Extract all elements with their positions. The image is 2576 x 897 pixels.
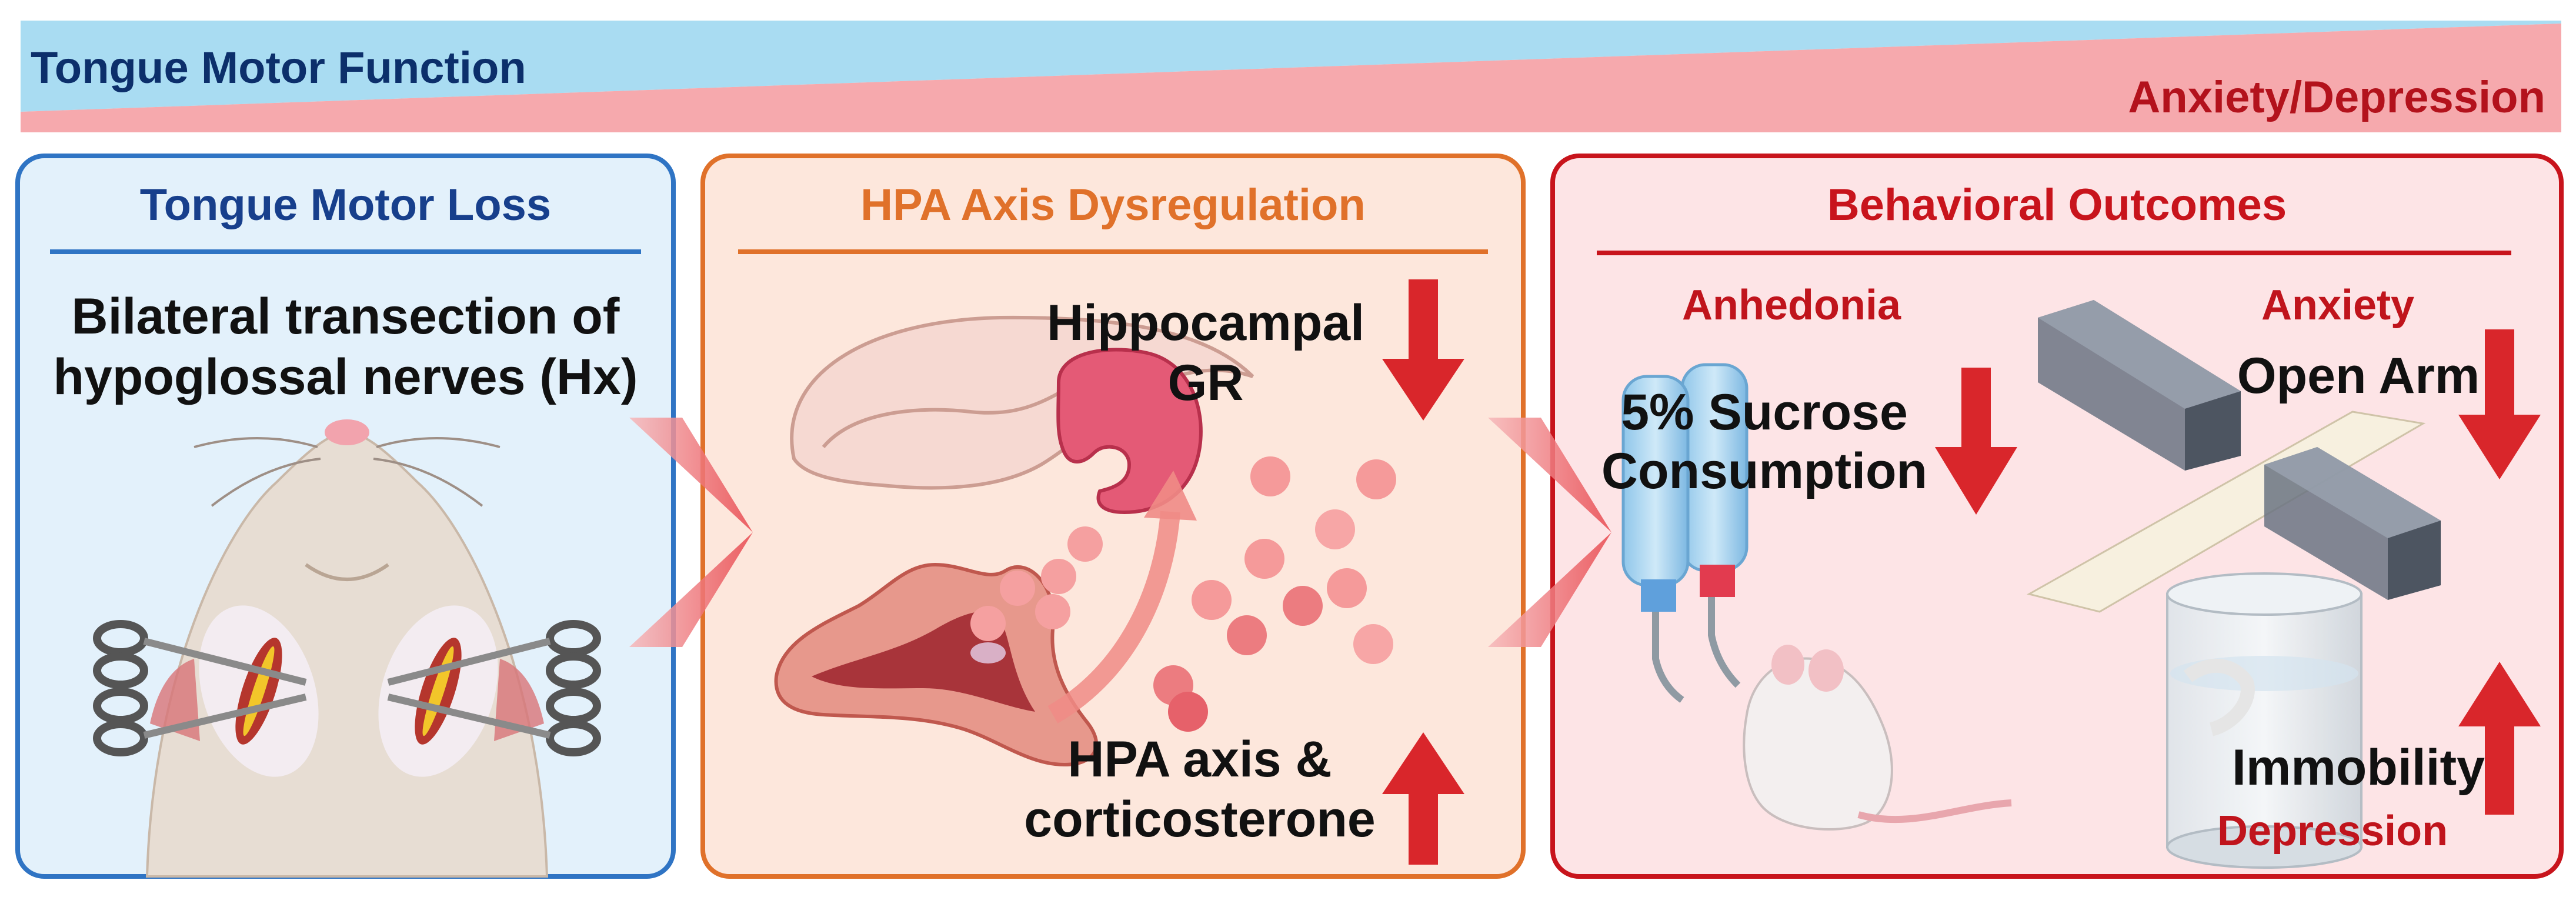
hippocampal-gr-down-arrow xyxy=(1382,279,1464,421)
panel-2-title: HPA Axis Dysregulation xyxy=(860,180,1366,230)
corticosterone-up-arrow xyxy=(1382,732,1464,865)
depression-heading: Depression xyxy=(2217,808,2448,855)
curved-arrow-icon xyxy=(1047,511,1180,723)
panel-1-title: Tongue Motor Loss xyxy=(139,180,552,230)
consumption-label: Consumption xyxy=(1601,443,1928,499)
banner-blue-wedge xyxy=(21,21,2561,112)
hpa-axis-label: HPA axis & xyxy=(1067,731,1332,788)
sucrose-down-arrow xyxy=(1935,368,2017,515)
anhedonia-heading: Anhedonia xyxy=(1682,282,1901,329)
chevron-arrow-icon xyxy=(629,418,753,647)
hormone-particle-icon xyxy=(970,456,1396,732)
chevron-arrow-icon xyxy=(1488,418,1611,647)
receptor-icon xyxy=(1056,348,1203,514)
open-arm-down-arrow xyxy=(2458,329,2541,479)
elevated-plus-maze-icon xyxy=(2026,300,2441,613)
open-arm-label: Open Arm xyxy=(2237,348,2480,404)
anxiety-heading: Anxiety xyxy=(2261,282,2415,329)
water-bottle-icon xyxy=(1621,363,1749,703)
rat-head-icon xyxy=(145,419,549,878)
sucrose-label: 5% Sucrose xyxy=(1621,384,1908,441)
banner-pink-wedge xyxy=(21,24,2561,132)
panel-3-title: Behavioral Outcomes xyxy=(1827,180,2287,230)
banner-right-label: Anxiety/Depression xyxy=(2128,72,2545,122)
panel-1-line-2: hypoglossal nerves (Hx) xyxy=(53,349,638,405)
corticosterone-label: corticosterone xyxy=(1024,791,1376,848)
immobility-up-arrow xyxy=(2458,662,2541,815)
gradient-banner xyxy=(21,21,2561,132)
banner-left-label: Tongue Motor Function xyxy=(31,43,526,93)
swim-cylinder-icon xyxy=(2166,572,2363,869)
panel-1-line-1: Bilateral transection of xyxy=(71,288,620,345)
curved-arrow-head-icon xyxy=(1144,471,1197,521)
immobility-label: Immobility xyxy=(2231,739,2485,796)
scissors-icon xyxy=(93,620,601,756)
hippocampal-label: Hippocampal xyxy=(1047,295,1364,351)
mouse-icon xyxy=(1743,645,2012,831)
gr-label: GR xyxy=(1167,355,1244,411)
